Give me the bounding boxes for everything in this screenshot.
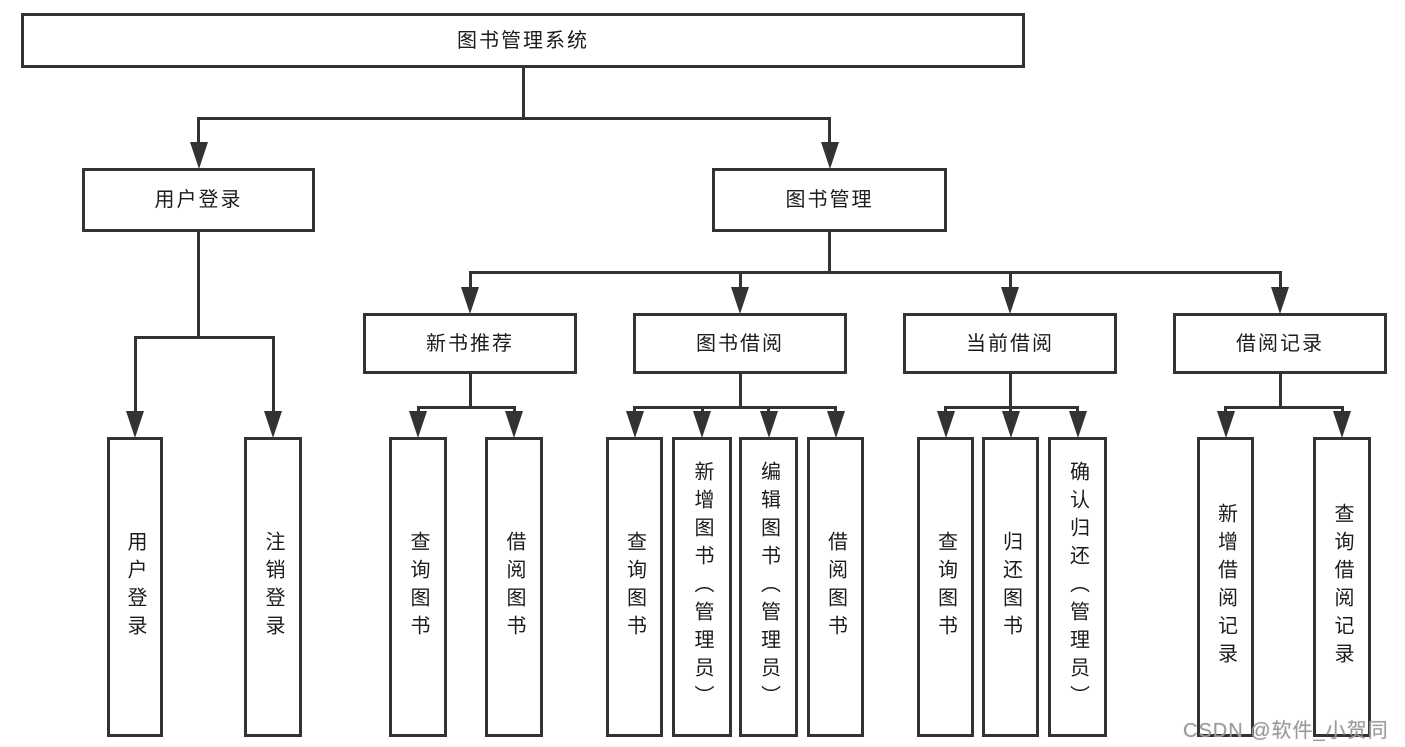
connector-drop-query-book-1 (416, 407, 420, 412)
node-current-borrow: 当前借阅 (903, 313, 1117, 374)
arrow-down-icon (936, 411, 955, 438)
node-add-borrow-record: 新增借阅记录 (1197, 437, 1254, 737)
connector-drop-add-borrow-record (1224, 407, 1227, 412)
node-borrow-book-2: 借阅图书 (807, 437, 864, 737)
arrow-down-icon (126, 411, 144, 438)
node-add-book: 新增图书（管理员） (672, 437, 732, 737)
node-book-mgmt: 图书管理 (712, 168, 947, 232)
node-book-borrow: 图书借阅 (633, 313, 847, 374)
connector-stem-user-login (197, 232, 200, 339)
arrow-down-icon (731, 287, 749, 314)
arrow-down-icon (505, 411, 523, 438)
node-return-book: 归还图书 (982, 437, 1039, 737)
connector-split-book-borrow (633, 405, 837, 409)
connector-drop-query-borrow-record (1340, 407, 1344, 412)
arrow-down-icon (1068, 411, 1087, 438)
arrow-down-icon (409, 411, 427, 438)
connector-drop-query-book-3 (944, 407, 947, 412)
arrow-down-icon (820, 142, 839, 169)
connector-split-user-login (133, 335, 275, 339)
watermark: CSDN @软件_小贺同学 (1183, 720, 1389, 742)
node-query-book-3: 查询图书 (917, 437, 974, 737)
connector-drop-borrow-book-2 (834, 407, 837, 412)
arrow-down-icon (461, 287, 479, 314)
connector-stem-borrow-records (1278, 374, 1282, 409)
connector-drop-v-user-login (133, 337, 137, 412)
arrow-down-icon (1333, 411, 1351, 438)
connector-split-borrow-records (1224, 405, 1344, 409)
node-new-book-rec: 新书推荐 (363, 313, 577, 374)
connector-stem-book-borrow (738, 374, 742, 409)
connector-drop-current-borrow (1008, 272, 1012, 288)
connector-drop-confirm-return (1076, 407, 1079, 412)
connector-drop-borrow-records (1278, 272, 1282, 288)
connector-drop-v-logout (271, 337, 275, 412)
connector-drop-borrow-book-1 (512, 407, 516, 412)
arrow-down-icon (1271, 287, 1289, 314)
node-user-login: 用户登录 (82, 168, 315, 232)
arrow-down-icon (1001, 411, 1020, 438)
node-root: 图书管理系统 (21, 13, 1025, 68)
node-borrow-records: 借阅记录 (1173, 313, 1387, 374)
connector-drop-book-borrow (738, 272, 742, 288)
node-v-user-login: 用户登录 (107, 437, 163, 737)
node-edit-book: 编辑图书（管理员） (739, 437, 798, 737)
arrow-down-icon (759, 411, 778, 438)
connector-drop-return-book (1009, 407, 1012, 412)
connector-drop-new-book-rec (468, 272, 472, 288)
connector-drop-query-book-2 (633, 407, 636, 412)
node-query-book-2: 查询图书 (606, 437, 663, 737)
arrow-down-icon (1001, 287, 1019, 314)
arrow-down-icon (1216, 411, 1235, 438)
arrow-down-icon (264, 411, 282, 438)
connector-stem-current-borrow (1008, 374, 1012, 409)
node-confirm-return: 确认归还（管理员） (1048, 437, 1107, 737)
connector-drop-add-book (700, 407, 704, 412)
connector-drop-user-login (197, 118, 200, 143)
connector-drop-edit-book (767, 407, 770, 412)
arrow-down-icon (693, 411, 711, 438)
connector-drop-book-mgmt (828, 118, 831, 143)
node-v-logout: 注销登录 (244, 437, 302, 737)
connector-split-new-book-rec (416, 405, 516, 409)
arrow-down-icon (189, 142, 208, 169)
node-query-book-1: 查询图书 (389, 437, 447, 737)
connector-split-root (197, 116, 831, 120)
connector-stem-new-book-rec (468, 374, 472, 409)
node-borrow-book-1: 借阅图书 (485, 437, 543, 737)
connector-stem-book-mgmt (828, 232, 831, 274)
connector-stem-root (521, 68, 525, 120)
connector-split-book-mgmt (468, 270, 1282, 274)
node-query-borrow-record: 查询借阅记录 (1313, 437, 1371, 737)
arrow-down-icon (826, 411, 845, 438)
arrow-down-icon (625, 411, 644, 438)
